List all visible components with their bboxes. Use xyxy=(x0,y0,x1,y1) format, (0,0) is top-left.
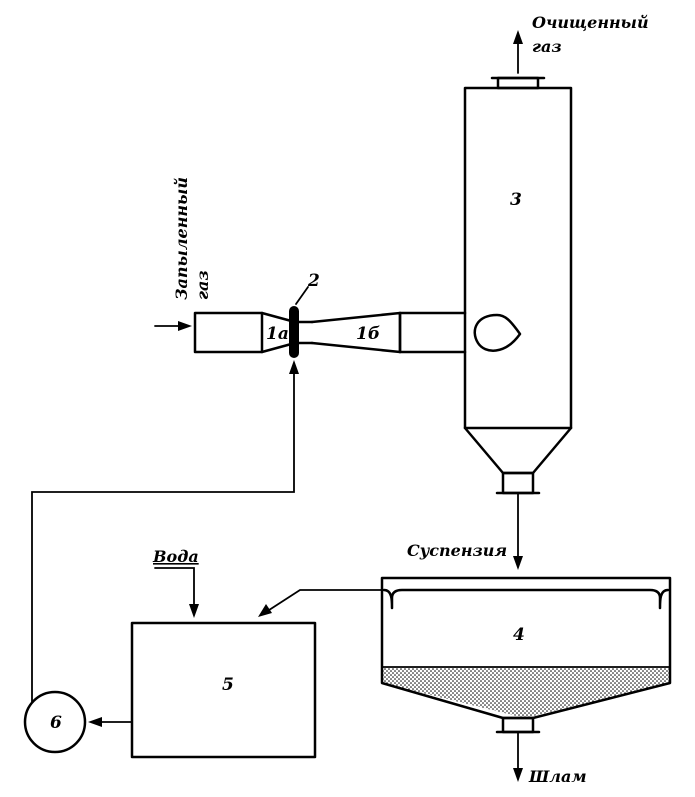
suspension-label: Суспензия xyxy=(407,541,507,560)
label-6: 6 xyxy=(50,713,62,733)
label-1a: 1а xyxy=(266,324,289,344)
clean-gas-label-line2: газ xyxy=(532,37,562,56)
label-2: 2 xyxy=(307,271,320,291)
pump xyxy=(23,690,87,754)
water-label: Вода xyxy=(152,547,199,566)
settler-tank xyxy=(380,576,672,734)
dusty-gas-label-line2: газ xyxy=(193,270,212,300)
clean-gas-label-line1: Очищенный xyxy=(532,13,649,32)
flow-lines xyxy=(31,30,523,782)
dusty-gas-label-line1: Запыленный xyxy=(172,177,191,300)
sludge-label: Шлам xyxy=(528,767,587,786)
label-3: 3 xyxy=(510,190,522,210)
label-1b: 1б xyxy=(356,324,380,344)
venturi-tube xyxy=(193,311,467,354)
separator-vessel xyxy=(463,76,573,495)
water-tank xyxy=(130,621,317,759)
spray-nozzle xyxy=(289,286,309,358)
label-4: 4 xyxy=(513,625,525,645)
label-5: 5 xyxy=(222,675,234,695)
